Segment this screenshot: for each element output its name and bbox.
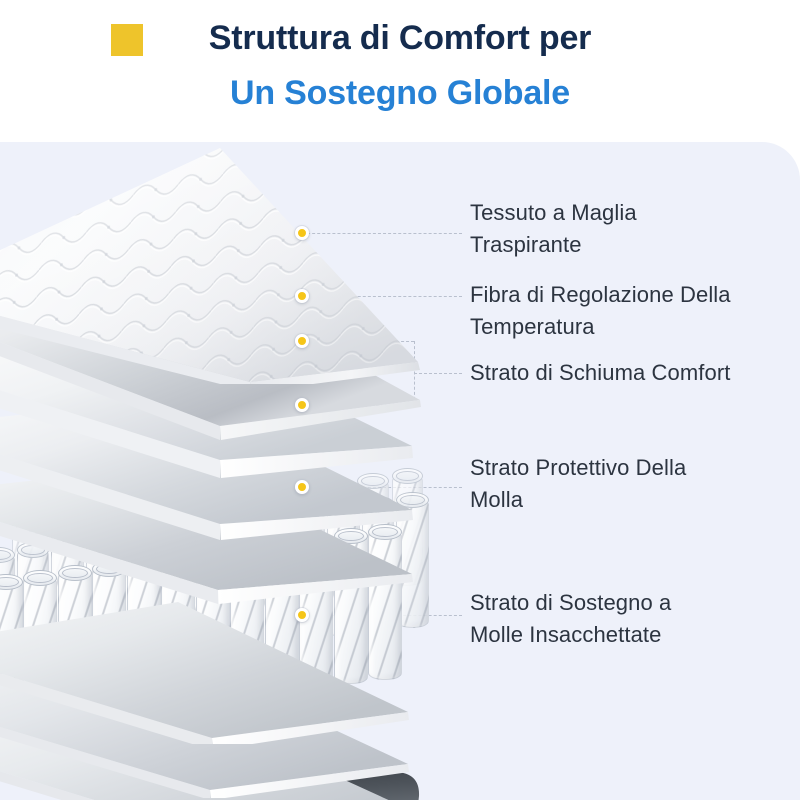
layer-knit-cover (0, 142, 480, 384)
layer-label-line-1: Strato di Schiuma Comfort (470, 360, 731, 385)
leader-line (302, 233, 462, 234)
page-title-line-2: Un Sostegno Globale (229, 74, 570, 112)
layer-label-line-1: Fibra di Regolazione Della (470, 282, 731, 307)
layer-label-line-1: Strato Protettivo Della (470, 455, 687, 480)
layer-label-line-2: Temperatura (470, 314, 595, 339)
header: Struttura di Comfort per Un Sostegno Glo… (0, 0, 800, 142)
layer-label-line-2: Molle Insacchettate (470, 622, 662, 647)
layer-marker-dot[interactable] (295, 398, 309, 412)
layer-label-line-2: Traspirante (470, 232, 582, 257)
leader-line (302, 296, 462, 297)
layer-label-line-1: Tessuto a Maglia (470, 200, 637, 225)
layer-base-pad-a (0, 574, 480, 744)
layer-marker-dot[interactable] (295, 608, 309, 622)
leader-line (414, 373, 462, 374)
page-title-line-1: Struttura di Comfort per (208, 19, 592, 57)
layer-marker-dot[interactable] (295, 480, 309, 494)
layer-marker-dot[interactable] (295, 334, 309, 348)
pocket-spring-coil (368, 523, 402, 680)
title-accent-square (111, 24, 143, 56)
layer-marker-dot[interactable] (295, 226, 309, 240)
layer-label-line-2: Molla (470, 487, 524, 512)
mattress-exploded-view (0, 142, 800, 800)
layer-marker-dot[interactable] (295, 289, 309, 303)
layer-label-line-1: Strato di Sostegno a (470, 590, 672, 615)
layer-label-comfort-foam: Strato di Schiuma Comfort (470, 357, 730, 389)
layer-label-pocket-spring-support: Strato di Sostegno a Molle Insacchettate (470, 587, 671, 651)
diagram-panel (0, 142, 800, 800)
